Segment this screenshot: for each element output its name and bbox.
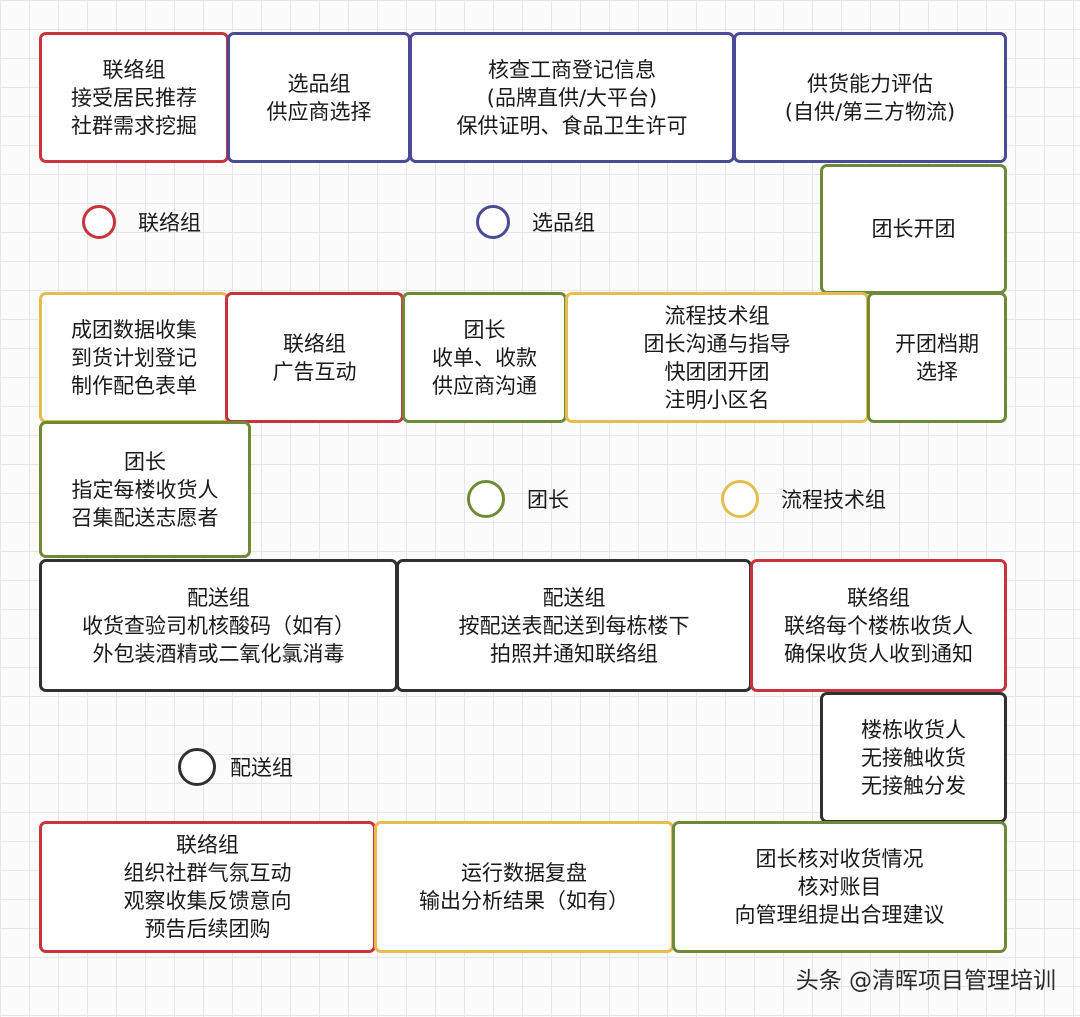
box-schedule-selection: 开团档期 选择 bbox=[867, 292, 1007, 423]
legend-label: 流程技术组 bbox=[781, 488, 886, 512]
box-label: 接受居民推荐 bbox=[71, 85, 197, 110]
legend-tech-circle-icon bbox=[721, 480, 759, 518]
box-label: 供货能力评估 bbox=[807, 71, 933, 96]
watermark: 头条 @清晖项目管理培训 bbox=[795, 968, 1056, 994]
box-label: 选择 bbox=[916, 359, 958, 384]
box-label: 核查工商登记信息 bbox=[488, 57, 656, 82]
box-label: 收货查验司机核酸码（如有） bbox=[82, 613, 355, 638]
box-operations-review: 运行数据复盘 输出分析结果（如有） bbox=[374, 821, 674, 953]
box-label: 团长沟通与指导 bbox=[643, 331, 791, 356]
box-delivery-inspection: 配送组 收货查验司机核酸码（如有） 外包装酒精或二氧化氯消毒 bbox=[39, 559, 398, 692]
box-liaison-resident-recommend: 联络组 接受居民推荐 社群需求挖掘 bbox=[39, 32, 229, 163]
legend-label: 联络组 bbox=[138, 211, 201, 235]
box-label: 注明小区名 bbox=[664, 387, 770, 412]
box-label: 社群需求挖掘 bbox=[71, 113, 197, 138]
box-leader-orders-payment: 团长 收单、收款 供应商沟通 bbox=[402, 292, 567, 423]
box-label: 配送组 bbox=[187, 585, 250, 610]
box-label: 拍照并通知联络组 bbox=[490, 641, 658, 666]
box-group-data-collection: 成团数据收集 到货计划登记 制作配色表单 bbox=[39, 292, 229, 423]
box-label: 输出分析结果（如有） bbox=[419, 889, 629, 913]
legend-label: 团长 bbox=[527, 488, 569, 512]
box-label: 无接触分发 bbox=[861, 773, 966, 798]
box-label: 指定每楼收货人 bbox=[71, 477, 219, 502]
box-liaison-notify-receivers: 联络组 联络每个楼栋收货人 确保收货人收到通知 bbox=[750, 559, 1007, 692]
box-label: 观察收集反馈意向 bbox=[123, 889, 292, 913]
box-label: 确保收货人收到通知 bbox=[784, 641, 973, 666]
legend-tech: 流程技术组 bbox=[721, 480, 886, 518]
box-label: (品牌直供/大平台) bbox=[486, 85, 658, 110]
legend-liaison-circle-icon bbox=[82, 205, 116, 239]
box-verify-business-registration: 核查工商登记信息 (品牌直供/大平台) 保供证明、食品卫生许可 bbox=[409, 32, 735, 163]
legend-selection-circle-icon bbox=[476, 205, 510, 239]
box-label: 召集配送志愿者 bbox=[71, 505, 219, 530]
box-label: 团长开团 bbox=[871, 217, 956, 241]
box-leader-assign-receivers: 团长 指定每楼收货人 召集配送志愿者 bbox=[39, 421, 251, 558]
legend-label: 配送组 bbox=[230, 756, 293, 780]
box-label: 联络组 bbox=[283, 331, 346, 356]
box-label: 广告互动 bbox=[272, 359, 357, 384]
box-label: 选品组 bbox=[287, 71, 351, 96]
box-supply-capacity-assessment: 供货能力评估 (自供/第三方物流) bbox=[733, 32, 1007, 163]
legend-delivery: 配送组 bbox=[178, 748, 293, 786]
box-label: 收单、收款 bbox=[432, 345, 537, 370]
box-label: 外包装酒精或二氧化氯消毒 bbox=[92, 641, 345, 666]
legend-label: 选品组 bbox=[532, 211, 595, 235]
box-label: 配送组 bbox=[542, 585, 606, 610]
box-label: 向管理组提出合理建议 bbox=[734, 903, 945, 927]
box-label: 团长 bbox=[124, 449, 166, 474]
box-delivery-to-buildings: 配送组 按配送表配送到每栋楼下 拍照并通知联络组 bbox=[396, 559, 752, 692]
box-leader-open-group: 团长开团 bbox=[820, 164, 1007, 294]
box-leader-reconcile-accounts: 团长核对收货情况 核对账目 向管理组提出合理建议 bbox=[672, 821, 1007, 953]
box-label: 运行数据复盘 bbox=[461, 861, 587, 885]
box-label: 快团团开团 bbox=[664, 359, 770, 384]
box-label: 联络组 bbox=[102, 57, 166, 82]
box-label: 核对账目 bbox=[797, 875, 882, 899]
box-label: 楼栋收货人 bbox=[861, 717, 966, 742]
box-building-receiver-contactless: 楼栋收货人 无接触收货 无接触分发 bbox=[820, 692, 1007, 823]
box-label: 团长 bbox=[463, 317, 506, 342]
legend-leader-circle-icon bbox=[467, 480, 505, 518]
box-label: 到货计划登记 bbox=[71, 345, 197, 370]
box-process-tech-guidance: 流程技术组 团长沟通与指导 快团团开团 注明小区名 bbox=[565, 292, 869, 423]
box-liaison-ad-interaction: 联络组 广告互动 bbox=[225, 292, 404, 423]
box-label: 流程技术组 bbox=[664, 303, 770, 328]
box-label: 开团档期 bbox=[895, 331, 979, 356]
box-label: 联络每个楼栋收货人 bbox=[784, 613, 973, 638]
legend-leader: 团长 bbox=[467, 480, 569, 518]
legend-liaison: 联络组 bbox=[82, 205, 201, 239]
box-label: 成团数据收集 bbox=[71, 317, 197, 342]
box-selection-supplier-choice: 选品组 供应商选择 bbox=[227, 32, 411, 163]
box-label: 按配送表配送到每栋楼下 bbox=[458, 613, 690, 638]
box-label: 预告后续团购 bbox=[144, 917, 271, 941]
box-label: 供应商沟通 bbox=[432, 373, 537, 398]
legend-selection: 选品组 bbox=[476, 205, 595, 239]
box-label: (自供/第三方物流) bbox=[784, 99, 956, 124]
box-label: 供应商选择 bbox=[266, 99, 372, 124]
box-label: 组织社群气氛互动 bbox=[123, 861, 292, 885]
box-label: 联络组 bbox=[847, 585, 910, 610]
box-label: 保供证明、食品卫生许可 bbox=[456, 113, 688, 138]
box-label: 团长核对收货情况 bbox=[755, 847, 924, 871]
legend-delivery-circle-icon bbox=[178, 748, 216, 786]
box-label: 联络组 bbox=[176, 833, 239, 857]
box-label: 制作配色表单 bbox=[71, 373, 197, 398]
box-label: 无接触收货 bbox=[861, 745, 966, 770]
box-liaison-community-interaction: 联络组 组织社群气氛互动 观察收集反馈意向 预告后续团购 bbox=[39, 821, 376, 953]
